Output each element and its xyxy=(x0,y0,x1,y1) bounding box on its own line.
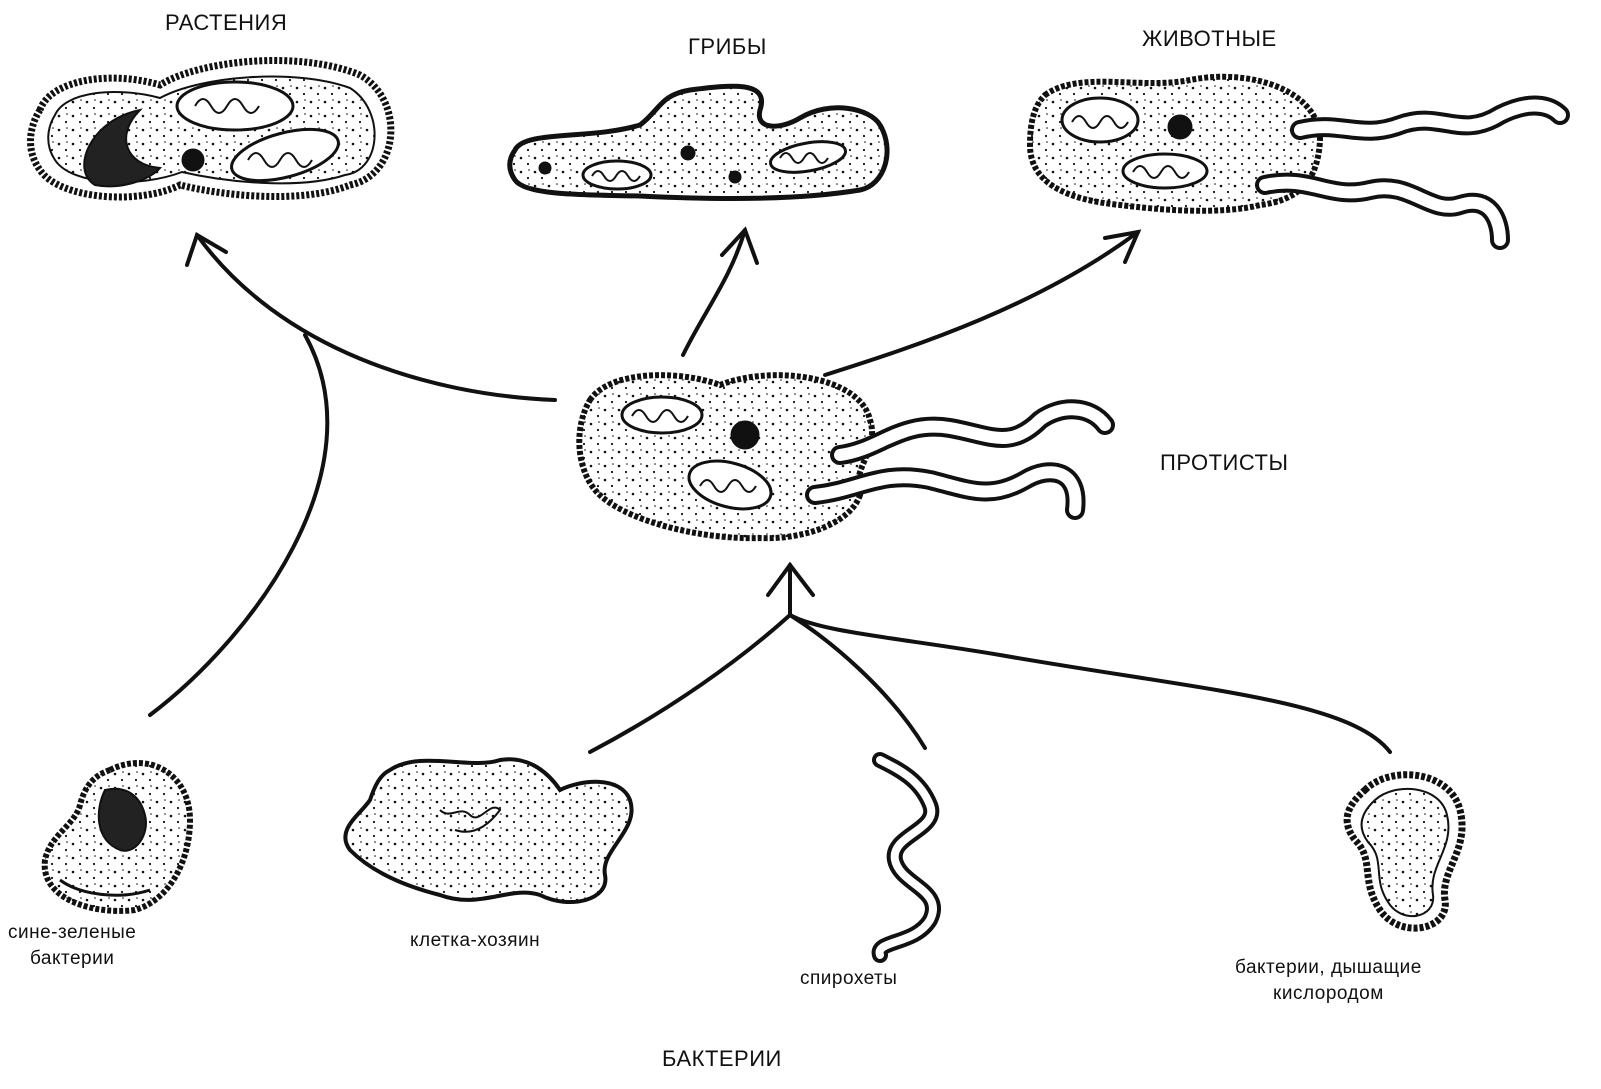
label-host-cell: клетка-хозяин xyxy=(410,928,540,954)
cyanobacteria-cell xyxy=(45,763,190,911)
nucleus xyxy=(539,162,551,174)
aerobic-bacteria-cell xyxy=(1347,775,1462,928)
label-bacteria: БАКТЕРИИ xyxy=(662,1046,782,1072)
label-protists: ПРОТИСТЫ xyxy=(1160,450,1288,476)
label-cyanobacteria: сине-зеленые бактерии xyxy=(8,920,136,972)
nucleus xyxy=(729,171,741,183)
plant-cell xyxy=(31,61,391,197)
protist-cell xyxy=(579,375,1105,538)
arrow-to-plants xyxy=(197,235,555,400)
spirochete-cell xyxy=(880,760,933,955)
arrow-to-fungi xyxy=(683,230,745,355)
mitochondrion xyxy=(622,397,702,433)
label-fungi: ГРИБЫ xyxy=(688,34,767,60)
mitochondrion xyxy=(177,82,293,130)
label-cyanobacteria-line2: бактерии xyxy=(8,946,136,972)
nucleus xyxy=(681,146,695,160)
host-cell xyxy=(345,759,631,902)
label-animals: ЖИВОТНЫЕ xyxy=(1142,26,1277,52)
label-aerobic-line1: бактерии, дышащие xyxy=(1235,955,1422,981)
nucleus xyxy=(731,421,759,449)
nucleus xyxy=(182,149,204,171)
mitochondrion xyxy=(1123,154,1207,188)
fungus-cell xyxy=(510,86,887,198)
label-cyanobacteria-line1: сине-зеленые xyxy=(8,920,136,946)
animal-cell xyxy=(1030,77,1560,240)
arrow-host-to-stem xyxy=(590,615,790,752)
label-spirochetes: спирохеты xyxy=(800,966,897,992)
arrow-cyano-to-plants xyxy=(150,335,327,715)
label-plants: РАСТЕНИЯ xyxy=(165,10,287,36)
nucleus xyxy=(1168,115,1192,139)
label-aerobic-line2: кислородом xyxy=(1235,981,1422,1007)
arrow-aerobic-to-stem xyxy=(790,615,1390,752)
arrow-to-animals xyxy=(825,232,1138,375)
label-aerobic-bacteria: бактерии, дышащие кислородом xyxy=(1235,955,1422,1007)
